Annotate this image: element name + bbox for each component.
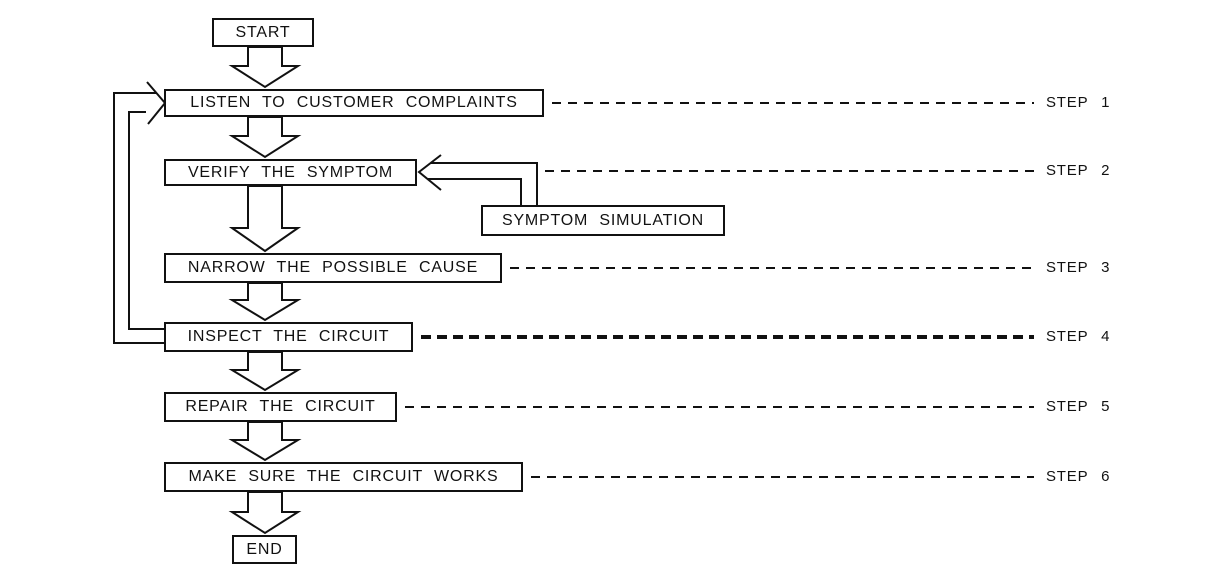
arrow-make-sure-to-end-icon [228, 491, 302, 535]
step-5-label: STEP 5 [1046, 398, 1111, 415]
arrow-narrow-to-inspect-icon [228, 282, 302, 322]
flow-node-repair-the-circuit: REPAIR THE CIRCUIT [164, 392, 397, 422]
flow-node-start: START [212, 18, 314, 47]
flow-node-inspect-the-circuit: INSPECT THE CIRCUIT [164, 322, 413, 352]
arrow-listen-to-verify-icon [228, 116, 302, 159]
flow-node-symptom-simulation: SYMPTOM SIMULATION [481, 205, 725, 236]
step-2-label: STEP 2 [1046, 162, 1111, 179]
flow-node-listen-to-customer-complaints: LISTEN TO CUSTOMER COMPLAINTS [164, 89, 544, 117]
arrow-inspect-to-repair-icon [228, 351, 302, 392]
step-3-label: STEP 3 [1046, 259, 1111, 276]
step-4-label: STEP 4 [1046, 328, 1111, 345]
flow-node-make-sure-the-circuit-works: MAKE SURE THE CIRCUIT WORKS [164, 462, 523, 492]
symptom-arrow-inner-line [428, 178, 522, 205]
flow-node-narrow-the-possible-cause: NARROW THE POSSIBLE CAUSE [164, 253, 502, 283]
flow-node-end: END [232, 535, 297, 564]
feedback-loop-outer-line [113, 92, 164, 344]
feedback-loop-inner-line [128, 111, 164, 330]
symptom-arrowhead-icon [417, 154, 442, 191]
feedback-arrowhead-icon [146, 81, 167, 125]
flow-node-verify-the-symptom: VERIFY THE SYMPTOM [164, 159, 417, 186]
symptom-arrow-outer-line [431, 162, 538, 205]
arrow-verify-to-narrow-icon [228, 185, 302, 253]
arrow-start-to-listen-icon [228, 46, 302, 89]
step-6-label: STEP 6 [1046, 468, 1111, 485]
arrow-repair-to-make-sure-icon [228, 421, 302, 462]
step-1-label: STEP 1 [1046, 94, 1111, 111]
